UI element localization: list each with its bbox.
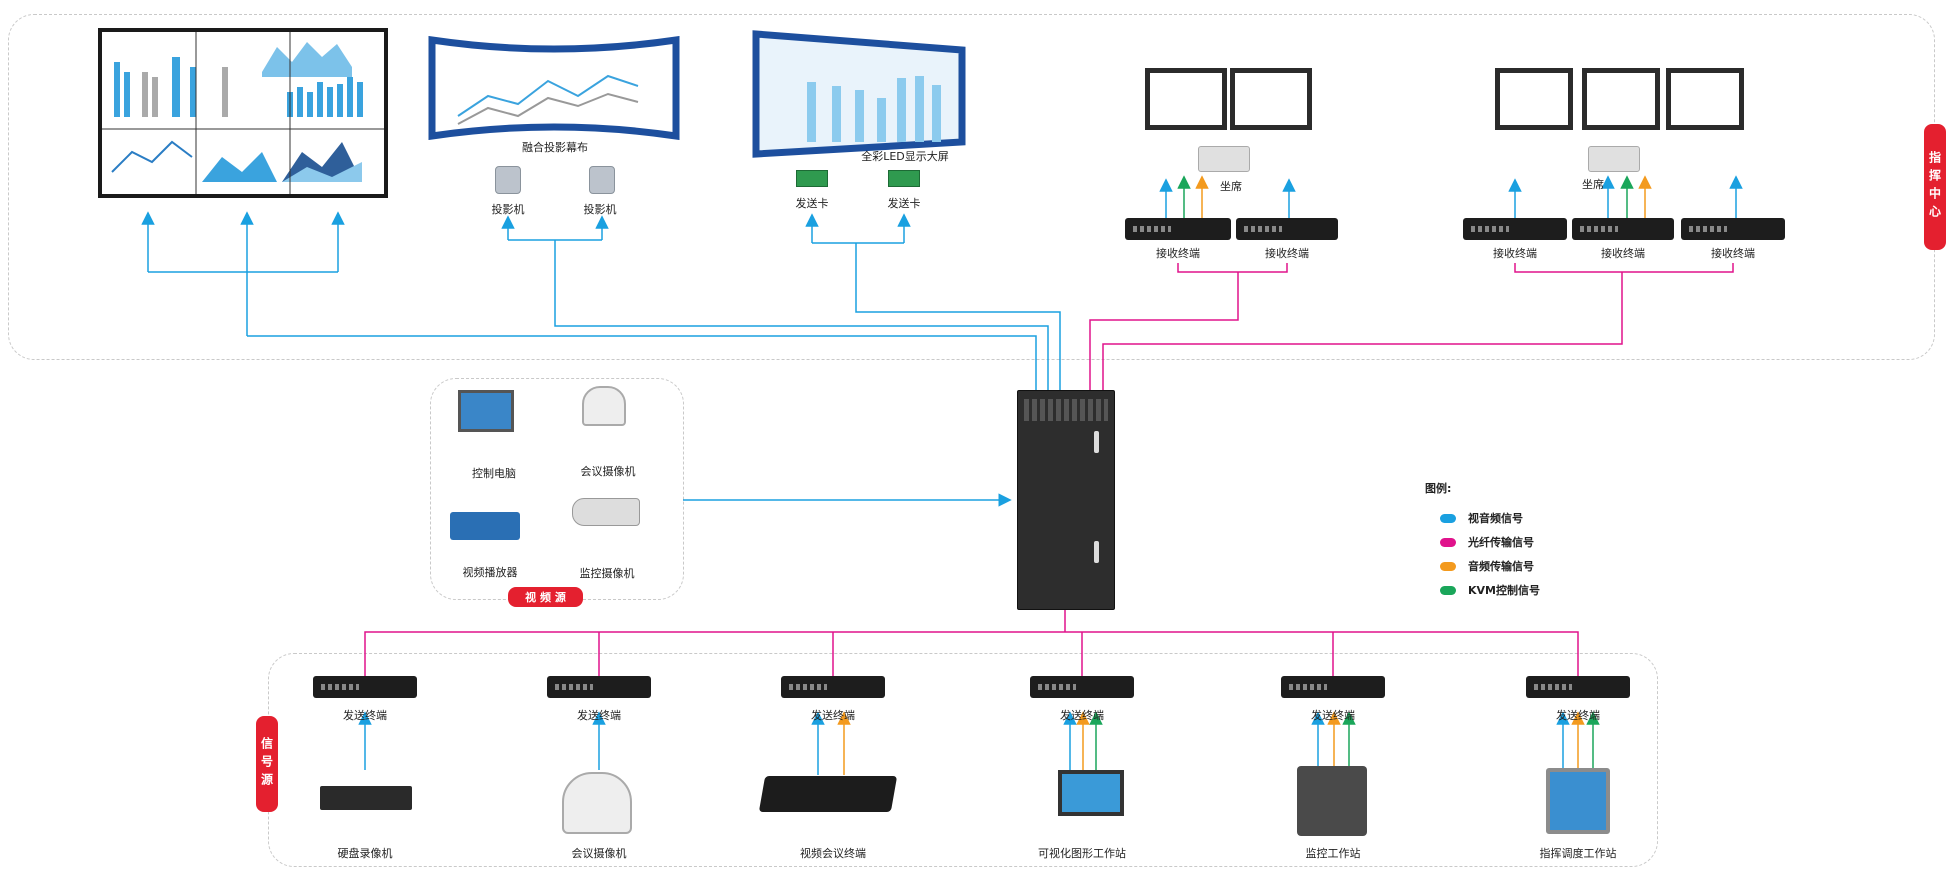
projector-1-label: 投影机 [491,203,525,216]
receiver-1-label: 接收终端 [1156,247,1200,260]
projector-2-icon [589,166,615,194]
legend-label-video: 视音频信号 [1468,512,1523,525]
sender-1-label: 发送终端 [343,709,387,722]
signal-source-tag: 信号源 [256,716,278,812]
matrix-front-panel [1024,399,1108,421]
led-screen-label: 全彩LED显示大屏 [861,150,949,163]
send-card-2-icon [888,170,920,187]
seat-1-label: 坐席 [1220,180,1242,193]
legend-item-fiber: 光纤传输信号 [1440,534,1540,550]
seat-1-monitor-left [1145,68,1227,130]
dvr-label: 硬盘录像机 [337,847,393,860]
video-wall [98,28,388,198]
dispatch-workstation-label: 指挥调度工作站 [1539,847,1617,860]
seat-2-monitor-right [1666,68,1744,130]
surveillance-camera-label: 监控摄像机 [579,567,635,580]
matrix-handle-top [1094,431,1099,453]
seat-2-monitor-center [1582,68,1660,130]
sender-5-label: 发送终端 [1311,709,1355,722]
video-player-icon [450,512,520,540]
blend-screen-label: 融合投影幕布 [522,141,588,154]
dispatch-laptop-icon [1546,768,1610,834]
send-card-1-icon [796,170,828,187]
matrix-handle-bottom [1094,541,1099,563]
sender-3 [781,676,885,698]
legend-label-fiber: 光纤传输信号 [1468,536,1534,549]
control-pc-label: 控制电脑 [472,467,516,480]
video-wall-charts [102,32,384,194]
led-display-screen [752,30,966,158]
legend-swatch-kvm [1440,585,1456,595]
monitoring-workstation-label: 监控工作站 [1305,847,1361,860]
receiver-5-label: 接收终端 [1711,247,1755,260]
send-card-1-label: 发送卡 [795,197,829,210]
dvr-icon [320,786,412,810]
receiver-3-label: 接收终端 [1493,247,1537,260]
control-pc-icon [458,390,514,432]
matrix-switcher [1017,390,1115,610]
legend-item-audio: 音频传输信号 [1440,558,1540,574]
legend-swatch-audio [1440,561,1456,571]
video-conference-terminal-label: 视频会议终端 [800,847,866,860]
conference-camera-icon [582,386,626,426]
sender-4 [1030,676,1134,698]
receiver-3 [1463,218,1567,240]
command-center-tag: 指挥中心 [1924,124,1946,250]
receiver-1 [1125,218,1231,240]
legend-item-video: 视音频信号 [1440,510,1540,526]
receiver-2-label: 接收终端 [1265,247,1309,260]
graphics-workstation-label: 可视化图形工作站 [1038,847,1126,860]
receiver-4 [1572,218,1674,240]
conference-camera-2-icon [562,772,632,834]
receiver-4-label: 接收终端 [1601,247,1645,260]
seat-2-label: 坐席 [1582,178,1604,191]
sender-5 [1281,676,1385,698]
monitoring-workstation-icon [1297,766,1367,836]
seat-2-keyboard-icon [1588,146,1640,172]
sender-2-label: 发送终端 [577,709,621,722]
graphics-workstation-icon [1058,770,1124,816]
conference-camera-label: 会议摄像机 [580,465,636,478]
legend-swatch-fiber [1440,537,1456,547]
projector-1-icon [495,166,521,194]
projector-2-label: 投影机 [583,203,617,216]
seat-1-monitor-right [1230,68,1312,130]
sender-2 [547,676,651,698]
send-card-2-label: 发送卡 [887,197,921,210]
video-conference-terminal-icon [758,776,898,812]
sender-1 [313,676,417,698]
blend-projection-screen [428,36,680,140]
legend-label-kvm: KVM控制信号 [1468,584,1540,597]
legend-label-audio: 音频传输信号 [1468,560,1534,573]
legend-item-kvm: KVM控制信号 [1440,582,1540,598]
receiver-5 [1681,218,1785,240]
legend-title: 图例: [1425,482,1452,495]
sender-4-label: 发送终端 [1060,709,1104,722]
legend: 图例: 视音频信号 光纤传输信号 音频传输信号 KVM控制信号 [1425,480,1540,606]
legend-swatch-video [1440,513,1456,523]
seat-2-monitor-left [1495,68,1573,130]
surveillance-camera-icon [572,498,640,526]
video-player-label: 视频播放器 [462,566,518,579]
sender-3-label: 发送终端 [811,709,855,722]
conference-camera-2-label: 会议摄像机 [571,847,627,860]
video-source-tag: 视 频 源 [508,587,583,607]
sender-6-label: 发送终端 [1556,709,1600,722]
sender-6 [1526,676,1630,698]
seat-1-keyboard-icon [1198,146,1250,172]
receiver-2 [1236,218,1338,240]
